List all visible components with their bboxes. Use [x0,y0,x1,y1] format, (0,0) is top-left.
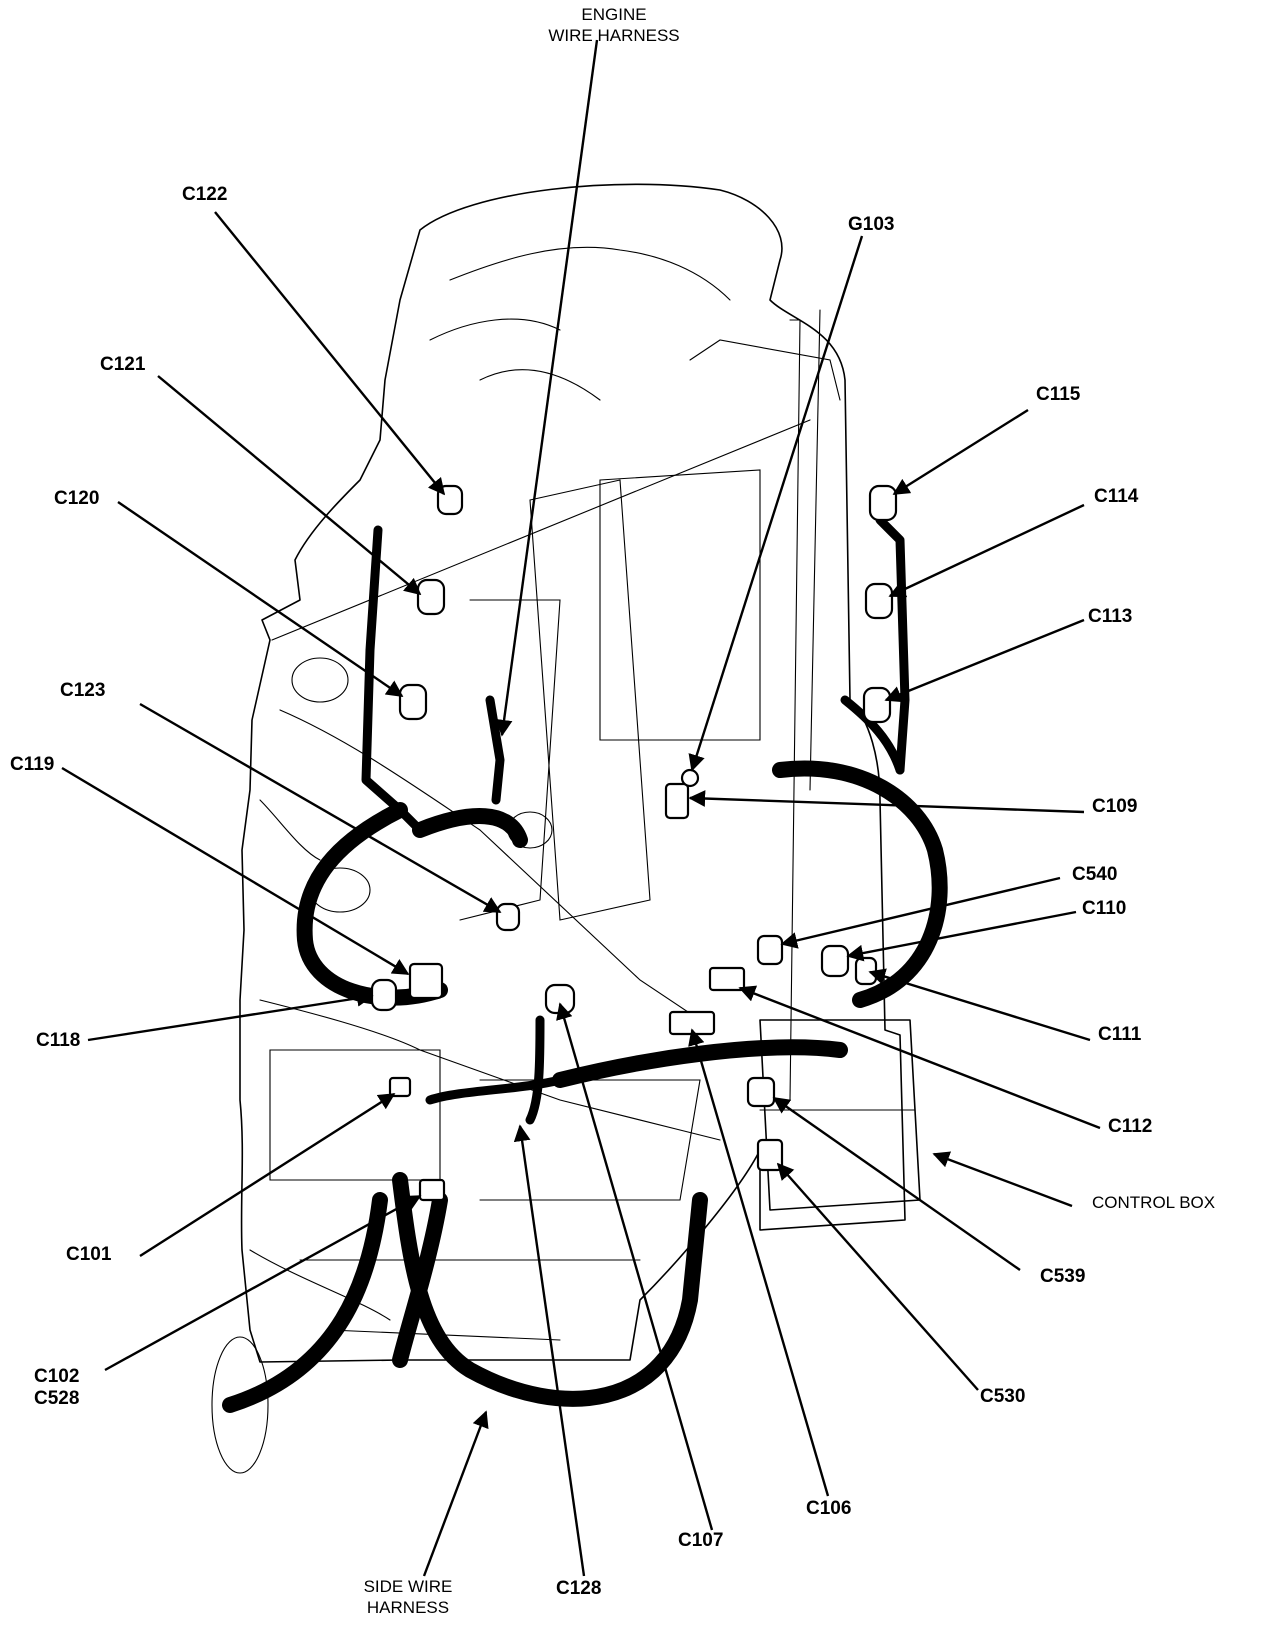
c102-c528-label: C102 C528 [34,1366,80,1409]
engine-compartment-outline [211,183,906,1474]
g103-label: G103 [848,214,895,235]
c110-label: C110 [1082,898,1127,919]
engine-wire-harness-label: ENGINE WIRE HARNESS [548,5,680,45]
control-box-label: CONTROL BOX [1092,1193,1216,1212]
c107-label: C107 [678,1530,724,1551]
c128-label: C128 [556,1578,602,1599]
c530-label: C530 [980,1386,1026,1407]
c120-label: C120 [54,488,100,509]
c119-label: C119 [10,754,55,775]
c114-label: C114 [1094,486,1139,507]
c118-label: C118 [36,1030,81,1051]
c539-label: C539 [1040,1266,1086,1287]
c540-label: C540 [1072,864,1118,885]
c122-label: C122 [182,184,228,205]
c111-label: C111 [1098,1024,1142,1045]
c106-label: C106 [806,1498,852,1519]
side-wire-harness-label: SIDE WIRE HARNESS [363,1577,453,1617]
c112-label: C112 [1108,1116,1153,1137]
callout-leader-lines [61,39,1101,1577]
c109-label: C109 [1092,796,1138,817]
c121-label: C121 [100,354,146,375]
c123-label: C123 [60,680,106,701]
c101-label: C101 [66,1244,112,1265]
c113-label: C113 [1088,606,1133,627]
c115-label: C115 [1036,384,1081,405]
